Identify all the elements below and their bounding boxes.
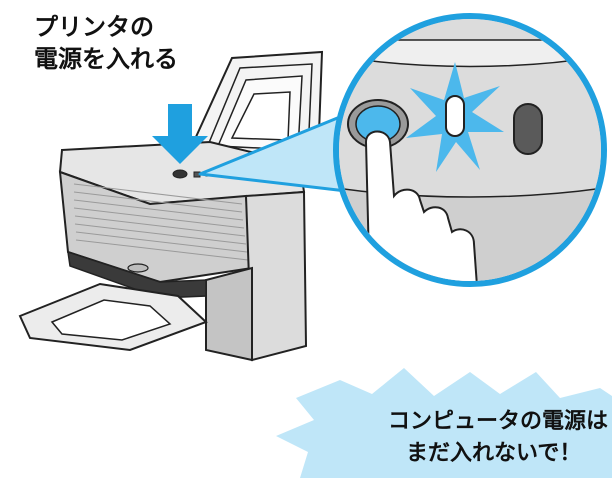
power-light	[445, 95, 465, 137]
down-arrow-icon	[152, 104, 208, 164]
warning-line-2: まだ入れないで！	[406, 441, 582, 466]
resume-button	[513, 103, 543, 155]
paper-slot	[67, 250, 207, 299]
instruction-line-2: 電源を入れる	[34, 45, 178, 73]
warning-burst	[276, 368, 612, 478]
printer-side	[244, 190, 308, 362]
zoom-callout	[333, 13, 607, 287]
printer	[18, 50, 324, 362]
instruction-line-1: プリンタの	[34, 13, 154, 41]
warning-line-1: コンピュータの電源は	[388, 409, 609, 434]
power-button[interactable]	[172, 169, 188, 179]
